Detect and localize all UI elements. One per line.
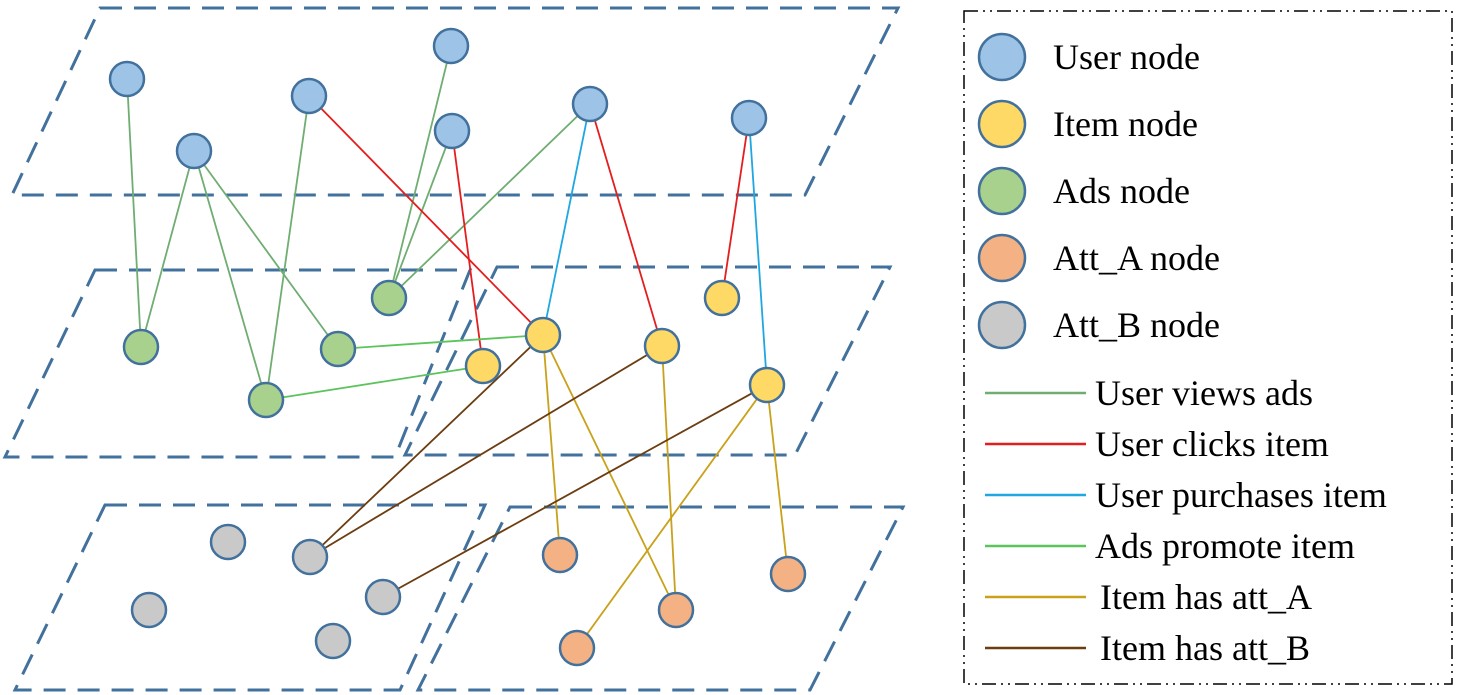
edge-user-clicks-item-u3-i1: [308, 95, 544, 336]
att-a-node-c4: [558, 629, 596, 667]
user-node-u6: [571, 85, 609, 123]
legend-label-user: User node: [1053, 37, 1200, 77]
item-layer-plane: [402, 265, 893, 457]
att-b-node-b3: [364, 578, 402, 616]
item-node-i1: [524, 316, 562, 354]
edge-user-clicks-item-u5-i2: [451, 130, 484, 367]
edge-user-views-ads-u5-a4: [388, 130, 453, 299]
user-node-u7: [730, 99, 768, 137]
ads-node-a3: [319, 330, 357, 368]
att-b-layer-plane: [12, 503, 488, 692]
att-a-node-c1: [541, 536, 579, 574]
edge-user-views-ads-u2-a1: [140, 150, 195, 348]
legend-label-ads-promote-item: Ads promote item: [1095, 526, 1355, 566]
ads-node-a2: [247, 381, 285, 419]
legend-label-att-b: Att_B node: [1053, 305, 1220, 345]
legend-label-att-a: Att_A node: [1053, 238, 1220, 278]
att-b-node-b2: [291, 538, 329, 576]
edge-item-has-att-a-i3-c2: [661, 345, 677, 611]
layer-planes: [2, 6, 906, 692]
att-a-node-c3: [769, 555, 807, 593]
edge-user-views-ads-u2-a2: [193, 150, 267, 401]
item-node-i3: [643, 327, 681, 365]
edge-item-has-att-a-i5-c3: [766, 384, 789, 575]
edge-user-clicks-item-u7-i4: [721, 117, 750, 299]
edge-user-views-ads-u2-a3: [193, 150, 339, 350]
legend-swatch-att-a: [977, 233, 1027, 283]
graph-nodes: [108, 27, 807, 667]
item-node-i2: [464, 347, 502, 385]
legend-box: [963, 10, 1453, 685]
edge-user-purchases-item-u7-i5: [748, 117, 768, 386]
ads-node-a4: [370, 279, 408, 317]
edge-user-views-ads-u3-a2: [265, 95, 310, 401]
edge-user-views-ads-u1-a1: [126, 78, 142, 348]
edge-user-purchases-item-u6-i1: [542, 103, 591, 336]
user-layer-plane: [9, 6, 901, 197]
item-node-i5: [748, 366, 786, 404]
legend-swatch-ads: [977, 166, 1027, 216]
user-node-u4: [432, 27, 470, 65]
edge-item-has-att-b-i1-b2: [309, 334, 544, 558]
edge-item-has-att-a-i1-c1: [542, 334, 561, 556]
edge-user-views-ads-u6-a4: [388, 103, 591, 299]
user-node-u1: [108, 60, 146, 98]
edge-item-has-att-b-i5-b3: [382, 384, 768, 598]
edge-item-has-att-b-i3-b2: [309, 345, 663, 558]
graph-edges: [126, 45, 789, 649]
legend-swatch-user: [977, 32, 1027, 82]
legend-label-ads: Ads node: [1053, 171, 1190, 211]
att-a-node-c2: [657, 591, 695, 629]
user-node-u2: [175, 132, 213, 170]
att-b-node-b4: [130, 591, 168, 629]
legend-label-user-views-ads: User views ads: [1095, 373, 1313, 413]
legend-swatch-item: [977, 99, 1027, 149]
att-b-node-b5: [314, 622, 352, 660]
edge-ads-promote-item-a2-i2: [265, 365, 484, 401]
att-b-node-b1: [209, 523, 247, 561]
att-a-layer-plane: [415, 505, 906, 692]
item-node-i4: [703, 279, 741, 317]
ads-layer-plane: [2, 268, 473, 459]
legend-label-user-clicks-item: User clicks item: [1095, 424, 1329, 464]
edge-user-clicks-item-u6-i3: [589, 103, 663, 347]
user-node-u5: [433, 112, 471, 150]
legend-label-user-purchases-item: User purchases item: [1095, 475, 1387, 515]
ads-node-a1: [122, 328, 160, 366]
legend-label-item-has-att-b: Item has att_B: [1100, 628, 1310, 668]
legend-label-item-has-att-a: Item has att_A: [1100, 577, 1312, 617]
legend-label-item: Item node: [1053, 104, 1198, 144]
edge-item-has-att-a-i5-c4: [576, 384, 768, 649]
edge-user-views-ads-u4-a4: [388, 45, 452, 299]
edge-ads-promote-item-a3-i1: [337, 334, 544, 350]
user-node-u3: [290, 77, 328, 115]
legend-swatch-att-b: [977, 300, 1027, 350]
